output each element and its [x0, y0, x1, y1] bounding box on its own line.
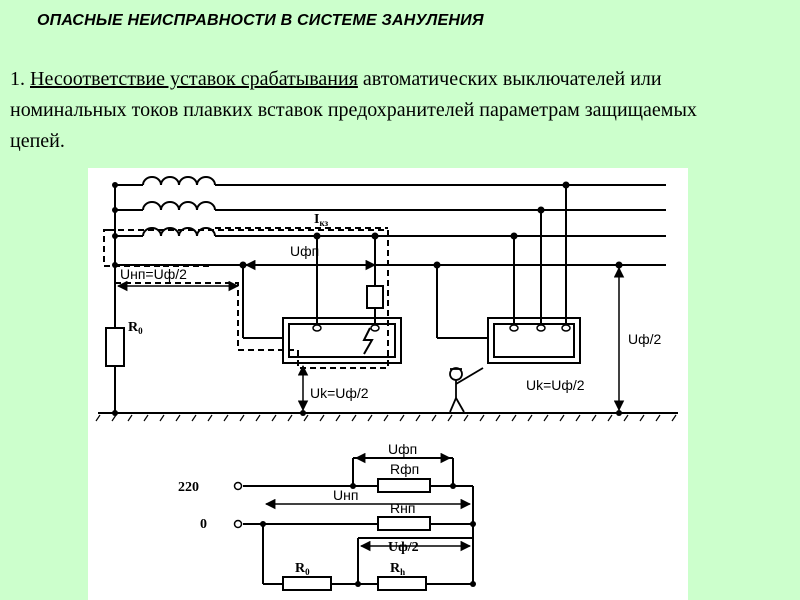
paragraph-rest-text: автоматических выключателей или номиналь…	[10, 68, 697, 152]
upper-schematic	[98, 176, 678, 414]
r0-resistor	[105, 327, 125, 367]
circuit-diagram: Iкз Uфп Uнп=Uф/2 R0 Uk=Uф/2 Uk=Uф/2 Uф/2	[95, 176, 678, 591]
left-equipment-box	[282, 317, 402, 364]
r0-eq-label: R0	[295, 561, 310, 577]
rnp-resistor	[377, 516, 431, 531]
rnp-label: Rнп	[390, 500, 415, 516]
ufp-eq-label: Uфп	[388, 441, 417, 457]
uk-left-label: Uk=Uф/2	[310, 385, 369, 401]
uf2-label: Uф/2	[628, 331, 662, 347]
uf2-eq-label: Uф/2	[388, 540, 419, 555]
unp-eq-label: Uнп	[333, 487, 358, 503]
ground-hatching	[95, 414, 677, 422]
unp-label: Uнп=Uф/2	[120, 266, 187, 282]
rh-resistor	[377, 576, 427, 591]
v220-label: 220	[178, 480, 199, 495]
paragraph-underlined-text: Несоответствие уставок срабатывания	[30, 68, 358, 90]
rfp-resistor	[377, 478, 431, 493]
fuse	[366, 285, 384, 309]
coil-phase-1	[142, 176, 216, 186]
rfp-label: Rфп	[390, 461, 419, 477]
junction-dots	[112, 181, 623, 416]
right-equipment-box	[487, 317, 581, 364]
coil-phase-2	[142, 201, 216, 211]
r0-label: R0	[128, 320, 143, 336]
ufp-label: Uфп	[290, 243, 319, 259]
slide-title: ОПАСНЫЕ НЕИСПРАВНОСТИ В СИСТЕМЕ ЗАНУЛЕНИ…	[37, 12, 484, 29]
paragraph-number: 1.	[10, 68, 30, 90]
circuit-figure: Iкз Uфп Uнп=Uф/2 R0 Uk=Uф/2 Uk=Uф/2 Uф/2	[88, 168, 688, 600]
body-paragraph: 1. Несоответствие уставок срабатывания а…	[10, 64, 700, 157]
uk-right-label: Uk=Uф/2	[526, 377, 585, 393]
fault-current-path	[116, 230, 389, 369]
equivalent-circuit	[243, 457, 474, 591]
fault-current-label: Iкз	[314, 212, 329, 228]
v0-label: 0	[200, 517, 207, 532]
r0-equivalent-resistor	[282, 576, 332, 591]
rh-label: Rh	[390, 561, 405, 577]
person-figure	[449, 367, 484, 413]
